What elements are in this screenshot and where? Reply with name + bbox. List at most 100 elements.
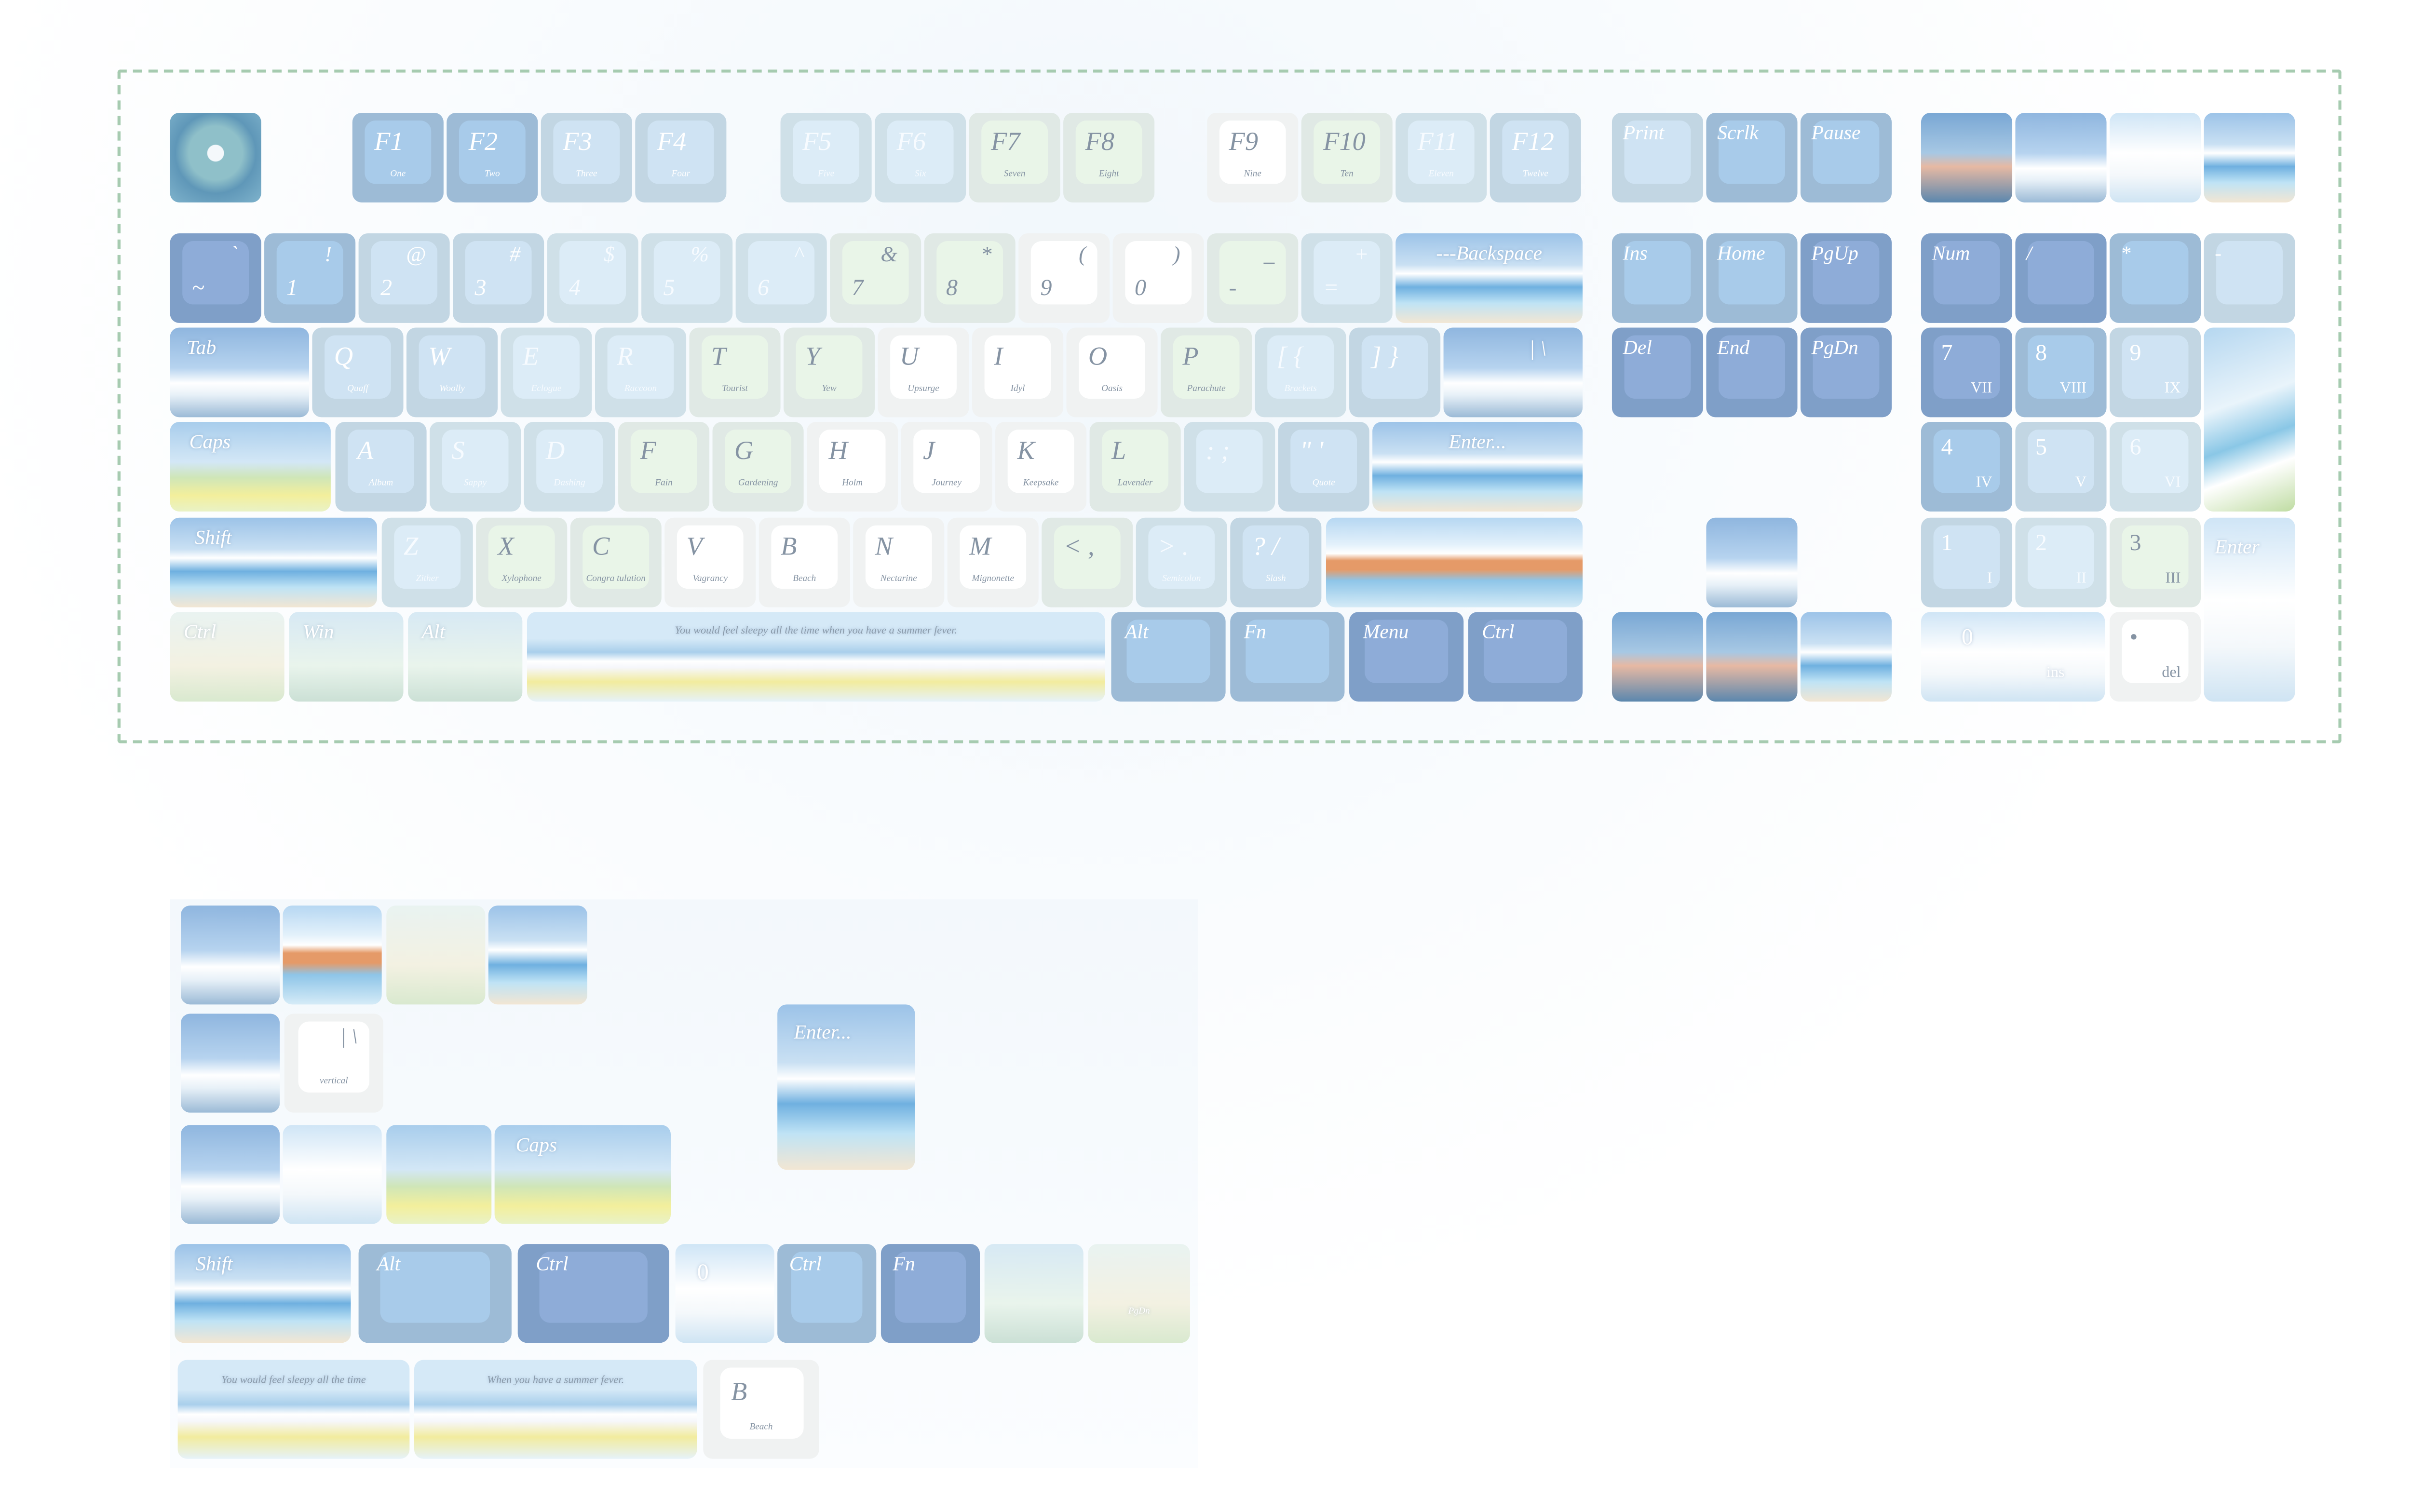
key-home[interactable]: Home [1706,233,1798,323]
key-arrow-left[interactable] [1612,612,1704,702]
key-pgup[interactable]: PgUp [1800,233,1892,323]
key-symbol[interactable]: ] } [1349,327,1441,418]
extra-key-vertical[interactable]: vertical| \ [284,1013,383,1113]
extra-key-you-would-feel-sleepy-all-the-time[interactable]: You would feel sleepy all the time [177,1360,410,1459]
key-arrow-up[interactable] [1706,517,1798,608]
key-symbol[interactable]: += [1301,233,1393,323]
key-ctrl[interactable]: Ctrl [1468,612,1583,702]
key-caps[interactable]: Caps [170,421,331,512]
key-8[interactable]: *8 [924,233,1016,323]
key-3[interactable]: #3 [453,233,544,323]
key-arrow-down[interactable] [1706,612,1798,702]
extra-key-0[interactable]: 0 [675,1244,774,1343]
key-alt[interactable]: Alt [1111,612,1226,702]
key-ctrl[interactable]: Ctrl [170,612,284,702]
key-tab[interactable]: Tab [170,327,310,418]
key-6[interactable]: ^6 [735,233,827,323]
key-menu[interactable]: Menu [1349,612,1464,702]
key-1[interactable]: !1 [264,233,356,323]
extra-key-extra-art-7[interactable] [283,1125,382,1224]
key-fn[interactable]: Fn [1230,612,1345,702]
extra-key-extra-art-8[interactable] [386,1125,492,1224]
extra-key-extra-art-4[interactable] [488,905,587,1005]
extra-key-pgdn[interactable]: PgDn [1088,1244,1190,1343]
key-symbol[interactable]: •del [2109,612,2201,702]
key-arrow-right[interactable] [1800,612,1892,702]
extra-key-alt[interactable]: Alt [358,1244,512,1343]
key-shift[interactable]: Shift [170,517,378,608]
extra-key-extra-art-9[interactable] [984,1244,1084,1343]
key-enter[interactable]: Enter [2204,517,2295,702]
extra-key-caps[interactable]: Caps [494,1125,671,1224]
key-4[interactable]: $4 [547,233,638,323]
key-numpad-art-2[interactable] [2015,112,2107,202]
key-end[interactable]: End [1706,327,1798,418]
key-ins[interactable]: Ins [1612,233,1704,323]
key-pgdn[interactable]: PgDn [1800,327,1892,418]
key-alt[interactable]: Alt [408,612,523,702]
key-2[interactable]: @2 [358,233,450,323]
key-5[interactable]: %5 [641,233,733,323]
extra-key-enter[interactable]: Enter... [777,1004,915,1170]
key-symbol[interactable]: " 'Quote [1278,421,1369,512]
key-symbol[interactable]: / [2015,233,2107,323]
extra-key-shift[interactable]: Shift [175,1244,351,1343]
key-numpad-art-3[interactable] [2109,112,2201,202]
key-numpad-art-1[interactable] [1921,112,2013,202]
key-pause[interactable]: Pause [1800,112,1892,202]
key-symbol[interactable]: `~ [170,233,261,323]
key-numpad-plus[interactable] [2204,327,2295,512]
key-spacebar[interactable]: You would feel sleepy all the time when … [527,612,1105,702]
key-enter[interactable]: Enter... [1372,421,1583,512]
key-numpad-multiply[interactable]: * [2109,233,2201,323]
key-esc[interactable] [170,112,261,202]
key-del[interactable]: Del [1612,327,1704,418]
extra-key-extra-art-3[interactable] [386,905,486,1005]
key-7[interactable]: &7 [830,233,921,323]
extra-key-extra-art-1[interactable] [180,905,280,1005]
key-win[interactable]: Win [289,612,404,702]
key-scrlk[interactable]: Scrlk [1706,112,1798,202]
key-art[interactable]: | \ [1443,327,1583,418]
